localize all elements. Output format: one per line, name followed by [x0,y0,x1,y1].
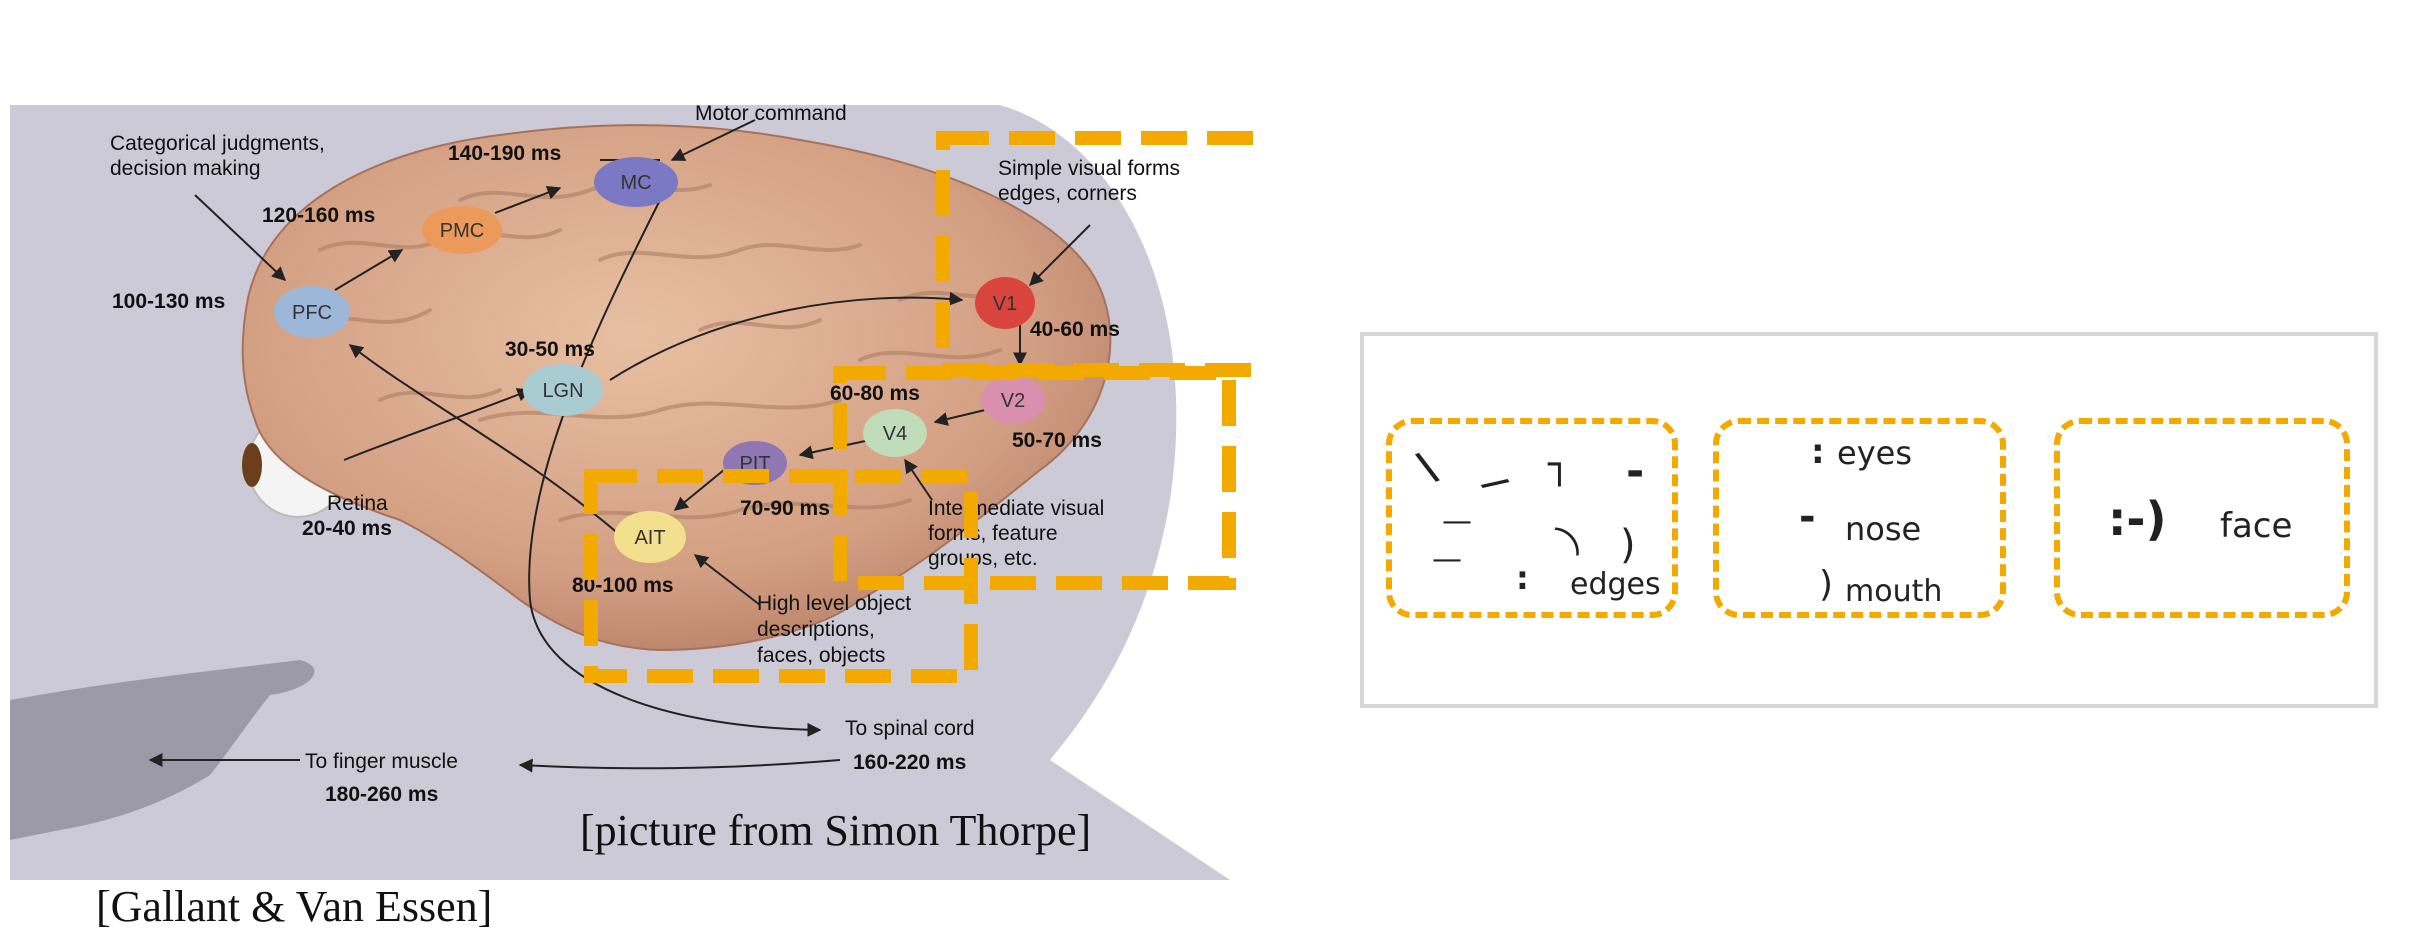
edges-box: \ / ┐ - — — ) ⌒ : edges [1386,418,1678,618]
eyes-symbol: : [1811,432,1825,472]
timing-pfc: 100-130 ms [112,290,225,313]
node-v1: V1 [975,277,1035,329]
timing-mc: 140-190 ms [448,142,561,165]
edge-symbol-3: ┐ [1548,442,1571,486]
label-retina: Retina [327,492,388,515]
highlight-ait [584,469,978,683]
brain-folds [298,183,1032,522]
highlight-v2-v4 [833,366,1236,590]
credit-gallant-van-essen: [Gallant & Van Essen] [96,882,492,931]
feature-hierarchy-panel: \ / ┐ - — — ) ⌒ : edges : eyes - nose ) … [1360,332,2378,708]
mouth-label: mouth [1845,574,1943,609]
label-high-3: faces, objects [757,644,885,667]
pathway-arrows [148,119,1091,773]
edge-symbol-9: : [1516,559,1529,597]
svg-text:V1: V1 [993,293,1017,315]
highlight-boxes [584,131,1260,683]
timing-lgn: 30-50 ms [505,338,595,361]
face-symbol: :-) [2108,492,2167,546]
node-pmc: PMC [422,206,502,254]
edge-symbol-7: ) [1620,522,1636,568]
svg-text:MC: MC [620,172,651,194]
label-high-2: descriptions, [757,618,875,641]
node-v4: V4 [863,409,927,457]
face-parts-box: : eyes - nose ) mouth [1713,418,2006,618]
face-box: :-) face [2054,418,2350,618]
edge-symbol-1: \ [1412,442,1443,492]
brain-diagram: MC PMC PFC V1 LGN V2 V4 PIT AIT Motor co… [10,102,1260,931]
timing-retina: 20-40 ms [302,517,392,540]
face-label: face [2220,506,2293,546]
edge-symbol-5: — [1442,504,1472,539]
node-mc: MC [594,157,678,207]
svg-text:PMC: PMC [440,220,484,242]
svg-text:LGN: LGN [542,380,583,402]
node-lgn: LGN [523,364,603,416]
edge-symbol-2: / [1476,468,1516,498]
label-intermediate-1: Intermediate visual [928,497,1104,520]
label-simple-1: Simple visual forms [998,157,1180,180]
timing-spinal-cord: 160-220 ms [853,751,966,774]
timing-pit: 70-90 ms [740,497,830,520]
svg-text:V2: V2 [1001,390,1025,412]
label-motor-command: Motor command [695,102,847,125]
label-simple-2: edges, corners [998,182,1137,205]
label-categorical-1: Categorical judgments, [110,132,325,155]
label-categorical-2: decision making [110,157,261,180]
timing-v1: 40-60 ms [1030,318,1120,341]
label-spinal-cord: To spinal cord [845,717,975,740]
nose-symbol: - [1799,494,1816,540]
timing-v2: 50-70 ms [1012,429,1102,452]
label-finger-muscle: To finger muscle [305,750,458,773]
hand-silhouette [10,660,315,840]
label-intermediate-2: forms, feature [928,522,1058,545]
node-v2: V2 [981,376,1045,424]
timing-pmc: 120-160 ms [262,204,375,227]
node-ait: AIT [614,511,686,563]
timing-v4: 60-80 ms [830,382,920,405]
label-intermediate-3: groups, etc. [928,547,1038,570]
svg-text:AIT: AIT [634,527,665,549]
edges-label: edges [1570,567,1661,602]
edge-symbol-4: - [1626,446,1645,497]
svg-text:PFC: PFC [292,302,332,324]
nose-label: nose [1845,510,1922,548]
edge-symbol-6: — [1432,542,1462,577]
eyes-label: eyes [1837,434,1912,472]
svg-text:V4: V4 [883,423,907,445]
label-high-1: High level object [757,592,911,615]
timing-finger-muscle: 180-260 ms [325,783,438,806]
mouth-symbol: ) [1819,564,1834,605]
credit-simon-thorpe: [picture from Simon Thorpe] [580,806,1091,855]
node-pfc: PFC [274,286,350,338]
